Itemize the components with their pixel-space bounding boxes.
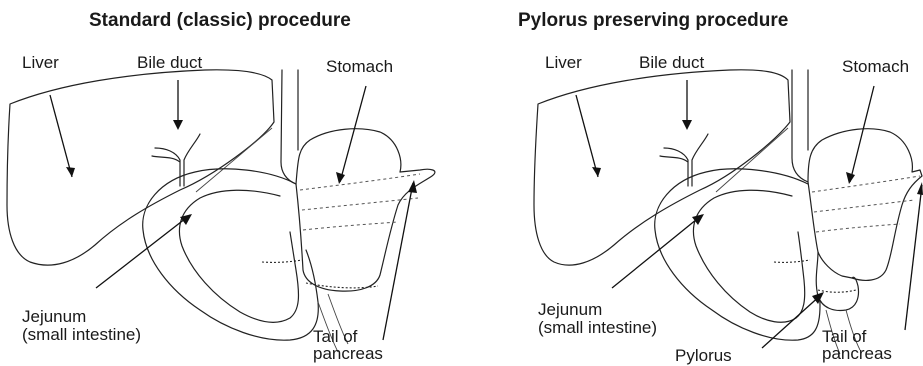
stomach-shape xyxy=(808,129,922,281)
pylorus-label: Pylorus xyxy=(675,346,732,365)
esophagus-shape xyxy=(792,70,808,182)
standard-procedure-panel: Standard (classic) procedure Liver Bile … xyxy=(0,0,462,366)
jejunum-label-line2: (small intestine) xyxy=(538,318,657,337)
esophagus-shape xyxy=(281,70,298,184)
stomach-label: Stomach xyxy=(842,57,909,76)
stomach-shape xyxy=(296,129,435,291)
liver-shape xyxy=(7,70,274,265)
pylorus-preserving-panel: Pylorus preserving procedure xyxy=(462,0,923,366)
jejunum-label-line1: Jejunum xyxy=(22,307,86,326)
tail-pancreas-label-line2: pancreas xyxy=(313,344,383,363)
liver-label: Liver xyxy=(545,53,582,72)
jejunum-label-line1: Jejunum xyxy=(538,300,602,319)
jejunum-label-line2: (small intestine) xyxy=(22,325,141,344)
liver-pointer xyxy=(50,95,72,177)
stomach-label: Stomach xyxy=(326,57,393,76)
jejunum-pointer xyxy=(612,215,702,288)
bile-duct-label: Bile duct xyxy=(639,53,704,72)
liver-shape xyxy=(534,70,790,265)
jejunum-loop xyxy=(655,169,820,340)
pylorus-ring xyxy=(818,290,856,292)
tail-pancreas-pointer xyxy=(905,185,922,330)
jejunum-loop xyxy=(143,169,319,340)
stomach-pointer xyxy=(850,86,874,182)
liver-pointer xyxy=(576,95,598,177)
jejunum-suture xyxy=(262,260,302,262)
stomach-pointer xyxy=(340,86,366,182)
tail-pancreas-label-line2: pancreas xyxy=(822,344,892,363)
liver-label: Liver xyxy=(22,53,59,72)
bile-duct-shape xyxy=(660,134,708,186)
bile-duct-label: Bile duct xyxy=(137,53,202,72)
jejunum-suture xyxy=(774,260,810,262)
